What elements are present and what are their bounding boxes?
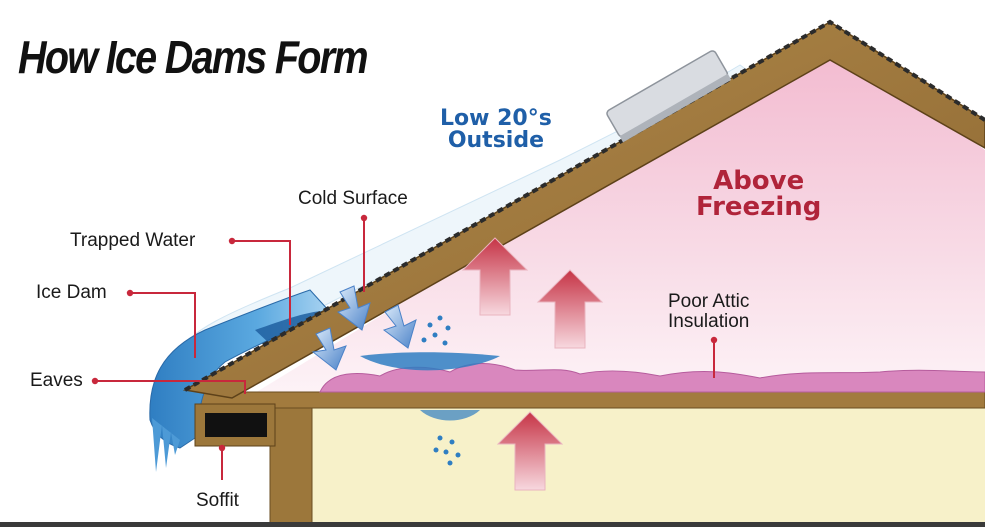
- ceiling-joist: [194, 391, 985, 409]
- eaves-label: Eaves: [30, 370, 83, 391]
- heat-arrow-2: [536, 269, 604, 349]
- soffit-label: Soffit: [196, 490, 239, 511]
- insulation-label: Poor Attic Insulation: [668, 292, 749, 332]
- diagram-title: How Ice Dams Form: [18, 31, 369, 83]
- attic-warm-air: [250, 40, 985, 396]
- bottom-border: [0, 522, 985, 527]
- shingle-edge: [184, 19, 985, 392]
- trapped-water-label: Trapped Water: [70, 230, 196, 251]
- heat-arrow-1: [461, 237, 529, 316]
- cold-arrow-3: [311, 327, 347, 371]
- attic-temp-line-1: Above: [713, 166, 805, 196]
- ceiling-leak: [420, 410, 480, 421]
- insulation-label-line-2: Insulation: [668, 310, 750, 332]
- insulation-label-line-1: Poor Attic: [668, 291, 750, 312]
- soffit-vent: [205, 413, 267, 437]
- interior-wall: [312, 408, 985, 527]
- melt-pool: [360, 352, 500, 371]
- cold-surface-label: Cold Surface: [298, 188, 408, 209]
- wall-stud: [269, 401, 313, 527]
- cold-arrow-1: [336, 285, 371, 331]
- leader-dots: [91, 214, 718, 452]
- icicles: [152, 418, 180, 472]
- roof-vent-panel: [606, 50, 732, 143]
- attic-temp-line-2: Freezing: [696, 192, 822, 222]
- attic-temp-label: Above Freezing: [696, 168, 821, 220]
- outside-temp-line-2: Outside: [447, 128, 544, 153]
- water-drips: [421, 315, 461, 466]
- cold-arrow-2: [382, 304, 417, 349]
- outside-temp-label: Low 20°s Outside: [440, 108, 552, 152]
- heat-arrow-3: [496, 411, 564, 491]
- leader-lines: [95, 218, 715, 480]
- outside-temp-line-1: Low 20°s: [440, 106, 552, 131]
- ice-dam-label: Ice Dam: [36, 282, 107, 303]
